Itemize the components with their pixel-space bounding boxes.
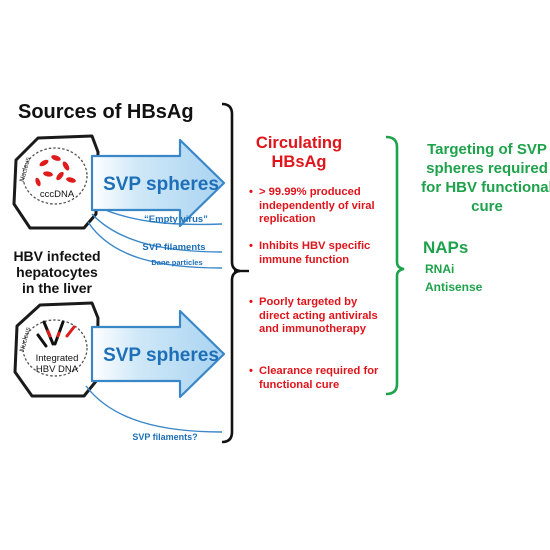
bottom-arrow: SVP spheres xyxy=(90,309,226,399)
top-arrow-label: SVP spheres xyxy=(103,174,219,195)
top-hepatocyte: Nucleus cccDNA xyxy=(12,134,100,230)
svp-filaments-line xyxy=(91,213,223,253)
integrated-label-line1: Integrated xyxy=(36,353,79,364)
cccdna-icon xyxy=(35,155,76,187)
svp-filaments-q-line xyxy=(85,385,223,433)
circulating-heading: Circulating HBsAg xyxy=(255,134,343,171)
svp-filaments-label: SVP filaments xyxy=(142,242,205,253)
empty-virus-label: “Empty virus” xyxy=(144,214,208,225)
top-arrow: SVP spheres xyxy=(90,138,226,228)
circulating-bullet: Poorly targeted by direct acting antivir… xyxy=(249,296,389,337)
page-title: Sources of HBsAg xyxy=(18,101,194,123)
integrated-label-line2: HBV DNA xyxy=(36,364,79,375)
top-nucleus xyxy=(22,147,88,205)
hbv-infected-label: HBV infected hepatocytes in the liver xyxy=(13,248,101,296)
rnai-label: RNAi xyxy=(425,262,455,276)
integrated-dna-icon xyxy=(36,320,76,348)
circulating-bullet: Inhibits HBV specific immune function xyxy=(249,240,389,267)
dane-particles-label: Dane particles xyxy=(151,258,202,267)
bottom-hepatocyte: Nucleus Integrated HBV DNA xyxy=(13,301,100,398)
targeting-bracket xyxy=(385,135,405,396)
naps-label: NAPs xyxy=(423,238,469,257)
sources-bracket xyxy=(221,102,241,444)
circulating-bullet: Clearance required for functional cure xyxy=(249,365,389,392)
cccdna-label: cccDNA xyxy=(40,189,75,200)
svp-filaments-q-label: SVP filaments? xyxy=(132,432,197,442)
circulating-bullet: > 99.99% produced independently of viral… xyxy=(249,186,389,227)
dane-particles-line xyxy=(87,221,223,269)
bottom-arrow-label: SVP spheres xyxy=(103,345,219,366)
antisense-label: Antisense xyxy=(425,280,483,294)
targeting-heading: Targeting of SVP spheres required for HB… xyxy=(421,141,550,215)
